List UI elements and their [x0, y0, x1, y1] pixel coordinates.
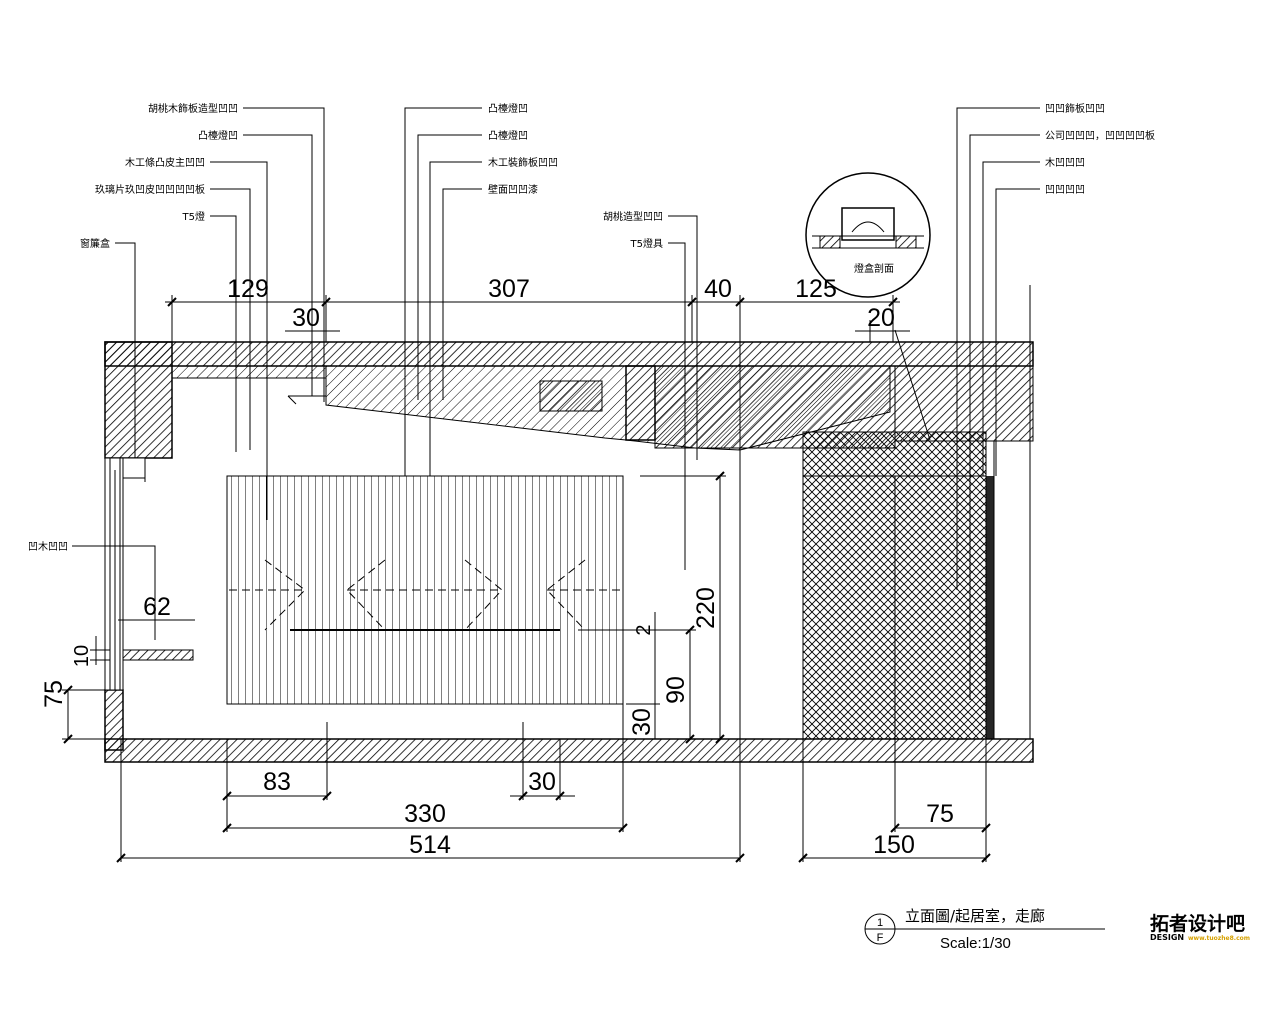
- logo-main: 拓者设计吧: [1150, 912, 1245, 935]
- dim-top-small-2: 20: [867, 304, 895, 332]
- note-tl-2: 凸檯燈凹: [198, 129, 238, 142]
- dim-150: 150: [873, 831, 915, 859]
- site-logo: 拓者设计吧 DESIGN www.tuozhe8.com: [1150, 912, 1250, 942]
- note-tr-4: 凹凹凹凹: [1045, 185, 1085, 196]
- dim-top-4: 125: [795, 275, 837, 303]
- dim-top-small-1: 30: [292, 304, 320, 332]
- sliding-panel: [226, 475, 624, 705]
- detail-bubble: [805, 172, 931, 298]
- title-number-top: 1: [877, 917, 883, 929]
- dim-90: 90: [662, 676, 690, 704]
- note-tcr-1: 胡桃造型凹凹: [603, 210, 663, 223]
- note-tc-3: 木工裝飾板凹凹: [488, 156, 558, 169]
- note-tc-2: 凸檯燈凹: [488, 129, 528, 142]
- note-tl-6: 窗簾盒: [80, 237, 110, 250]
- dim-30-vert: 30: [628, 708, 656, 736]
- dim-75-right: 75: [926, 800, 954, 828]
- dim-2: 2: [633, 624, 655, 635]
- detail-label: 燈盒剖面: [854, 262, 894, 275]
- dim-330: 330: [404, 800, 446, 828]
- dim-83: 83: [263, 768, 291, 796]
- dimension-labels: 129 307 40 125 30 20 75 10 62 220 90 30 …: [40, 275, 954, 859]
- dim-top-3: 40: [704, 275, 732, 303]
- annotation-labels: 胡桃木飾板造型凹凹 凸檯燈凹 木工條凸皮主凹凹 玖璃片玖凹皮凹凹凹凹板 T5燈 …: [28, 102, 1155, 553]
- note-tc-1: 凸檯燈凹: [488, 102, 528, 115]
- note-tl-4: 玖璃片玖凹皮凹凹凹凹板: [95, 183, 205, 196]
- ceiling-soffit: [171, 365, 891, 451]
- note-tcr-2: T5燈具: [630, 238, 663, 250]
- dim-220: 220: [692, 587, 720, 629]
- note-tr-2: 公司凹凹凹，凹凹凹凹板: [1045, 129, 1155, 142]
- title-scale: Scale:1/30: [940, 935, 1011, 952]
- note-tl-1: 胡桃木飾板造型凹凹: [148, 102, 238, 115]
- note-tl-3: 木工條凸皮主凹凹: [125, 156, 205, 169]
- title-name: 立面圖/起居室，走廊: [905, 907, 1045, 925]
- dim-shelf-62: 62: [143, 593, 171, 621]
- leader-lines: [72, 107, 1040, 700]
- note-tr-1: 凹凹飾板凹凹: [1045, 102, 1105, 115]
- dimension-lines: [62, 295, 987, 862]
- logo-url: www.tuozhe8.com: [1188, 935, 1250, 942]
- dim-left-75: 75: [40, 680, 68, 708]
- dim-30-bottom: 30: [528, 768, 556, 796]
- dim-top-1: 129: [227, 275, 269, 303]
- marble-door: [802, 285, 1031, 740]
- logo-sub: DESIGN: [1150, 933, 1184, 942]
- dim-514: 514: [409, 831, 451, 859]
- note-tr-3: 木凹凹凹: [1045, 157, 1085, 169]
- wall-shelf: [122, 649, 194, 661]
- title-block: 1 F 立面圖/起居室，走廊 Scale:1/30: [864, 907, 1105, 952]
- dim-top-2: 307: [488, 275, 530, 303]
- note-tc-4: 壁面凹凹漆: [488, 183, 538, 196]
- note-left: 凹木凹凹: [28, 541, 68, 553]
- dim-left-10: 10: [71, 645, 93, 667]
- window-frame: [104, 457, 146, 691]
- note-tl-5: T5燈: [182, 211, 205, 223]
- dimension-ticks: [63, 297, 991, 863]
- title-number-bottom: F: [877, 932, 884, 944]
